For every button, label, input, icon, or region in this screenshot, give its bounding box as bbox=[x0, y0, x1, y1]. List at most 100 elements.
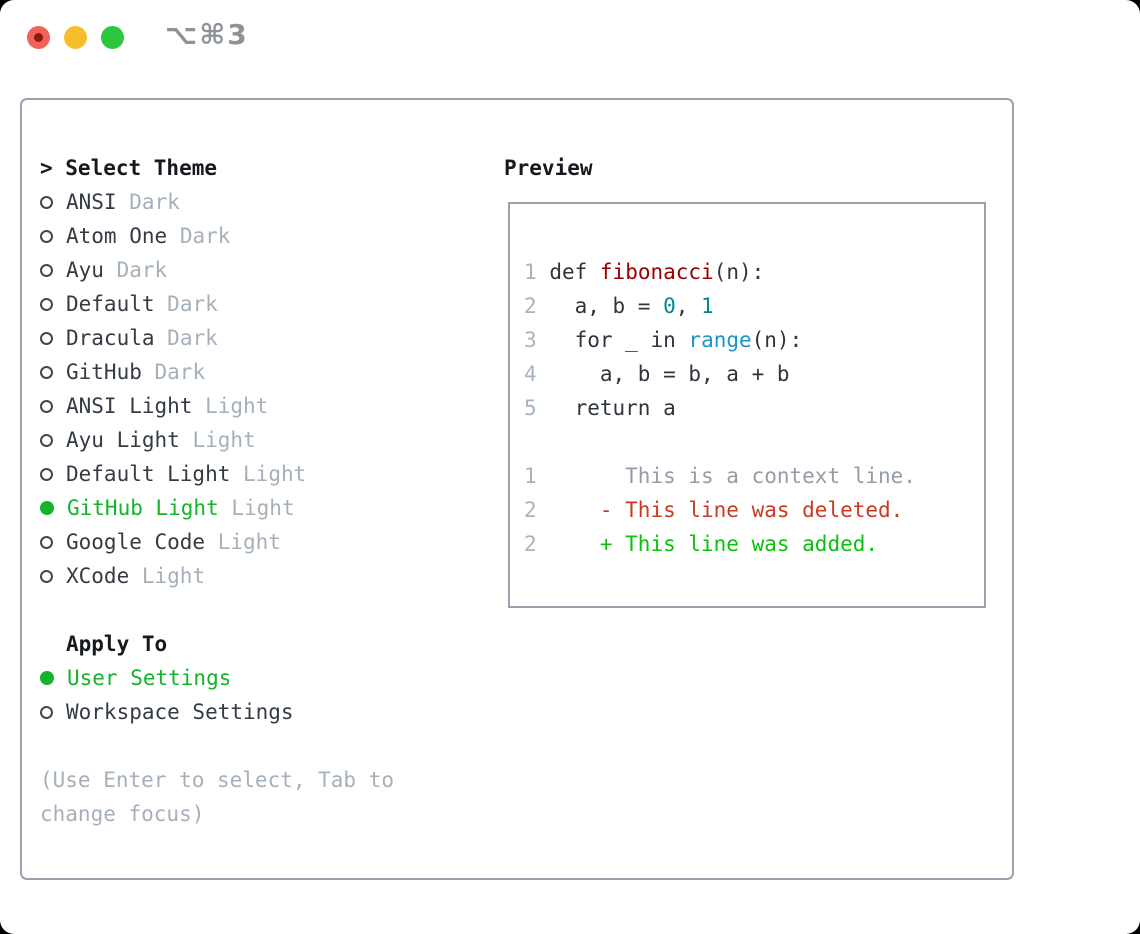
code-token-keyword: def bbox=[549, 260, 588, 284]
line-number: 1 bbox=[524, 464, 537, 488]
line-number: 1 bbox=[524, 260, 537, 284]
radio-icon bbox=[40, 705, 53, 719]
spacer-text bbox=[155, 321, 168, 355]
theme-name: Dracula bbox=[66, 326, 155, 350]
apply-to-header: Apply To bbox=[66, 632, 168, 656]
code-token-number: 0 bbox=[663, 294, 676, 318]
apply-option-user-settings[interactable]: User Settings bbox=[40, 661, 500, 695]
line-number: 4 bbox=[524, 362, 537, 386]
theme-name: Google Code bbox=[66, 530, 206, 554]
spacer-text bbox=[230, 457, 243, 491]
code-token-builtin: range bbox=[688, 328, 752, 352]
theme-option-xcode[interactable]: XCode Light bbox=[40, 559, 500, 593]
diff-block: 1 This is a context line.2 - This line w… bbox=[524, 459, 916, 561]
code-token-keyword: for bbox=[574, 328, 613, 352]
theme-option-github-light[interactable]: GitHub Light Light bbox=[40, 491, 500, 525]
theme-name: XCode bbox=[66, 564, 130, 588]
theme-option-github[interactable]: GitHub Dark bbox=[40, 355, 500, 389]
line-number: 3 bbox=[524, 328, 537, 352]
select-theme-header: > Select Theme bbox=[40, 156, 218, 180]
theme-option-ansi-light[interactable]: ANSI Light Light bbox=[40, 389, 500, 423]
spacer-text bbox=[167, 219, 180, 253]
theme-variant-tag: Light bbox=[192, 428, 256, 452]
theme-option-ansi[interactable]: ANSI Dark bbox=[40, 185, 500, 219]
code-token-plain: , bbox=[675, 294, 702, 318]
theme-name: Default bbox=[66, 292, 155, 316]
radio-icon bbox=[40, 433, 53, 447]
code-token-plain: _ bbox=[612, 328, 651, 352]
theme-name: GitHub Light bbox=[67, 496, 219, 520]
theme-variant-tag: Light bbox=[217, 530, 281, 554]
radio-icon bbox=[40, 195, 53, 209]
close-button[interactable] bbox=[27, 26, 50, 49]
radio-icon bbox=[40, 467, 53, 481]
code-token-plain bbox=[676, 328, 689, 352]
theme-variant-tag: Dark bbox=[116, 258, 168, 282]
apply-option-label: Workspace Settings bbox=[66, 700, 294, 724]
code-token-plain: (n): bbox=[751, 328, 803, 352]
radio-selected-icon bbox=[40, 501, 54, 515]
code-line: 3 for _ in range(n): bbox=[524, 323, 916, 357]
spacer-text bbox=[117, 185, 130, 219]
theme-variant-tag: Dark bbox=[167, 326, 218, 350]
theme-variant-tag: Light bbox=[231, 496, 295, 520]
theme-option-atom-one[interactable]: Atom One Dark bbox=[40, 219, 500, 253]
spacer-text bbox=[192, 389, 205, 423]
theme-variant-tag: Light bbox=[205, 394, 269, 418]
minimize-button[interactable] bbox=[64, 26, 87, 49]
code-token-function: fibonacci bbox=[599, 260, 714, 284]
line-number: 2 bbox=[524, 498, 537, 522]
theme-variant-tag: Dark bbox=[179, 224, 231, 248]
theme-option-ayu-light[interactable]: Ayu Light Light bbox=[40, 423, 500, 457]
spacer-text bbox=[104, 253, 117, 287]
theme-name: Default Light bbox=[66, 462, 231, 486]
radio-icon bbox=[40, 263, 53, 277]
code-line: 2 a, b = 0, 1 bbox=[524, 289, 916, 323]
code-token-plain: a, b = bbox=[536, 294, 664, 318]
keyboard-hint: (Use Enter to select, Tab to change focu… bbox=[40, 768, 395, 826]
window-shortcut-label: ⌥⌘3 bbox=[165, 18, 249, 51]
code-token-number: 1 bbox=[701, 294, 714, 318]
radio-icon bbox=[40, 399, 53, 413]
radio-icon bbox=[40, 331, 53, 345]
apply-option-workspace-settings[interactable]: Workspace Settings bbox=[40, 695, 500, 729]
diff-line-context: 1 This is a context line. bbox=[524, 459, 916, 493]
line-number: 5 bbox=[524, 396, 537, 420]
code-line: 4 a, b = b, a + b bbox=[524, 357, 916, 391]
zoom-button[interactable] bbox=[101, 26, 124, 49]
theme-option-google-code[interactable]: Google Code Light bbox=[40, 525, 500, 559]
theme-name: GitHub bbox=[66, 360, 142, 384]
apply-option-label: User Settings bbox=[67, 666, 232, 690]
theme-name: Ayu bbox=[66, 258, 104, 282]
spacer-text bbox=[219, 491, 232, 525]
code-token-keyword: in bbox=[650, 328, 676, 352]
code-token-plain bbox=[537, 328, 575, 352]
radio-icon bbox=[40, 229, 53, 243]
theme-variant-tag: Light bbox=[141, 564, 206, 588]
spacer-text bbox=[205, 525, 218, 559]
theme-option-default[interactable]: Default Dark bbox=[40, 287, 500, 321]
code-line: 5 return a bbox=[524, 391, 916, 425]
theme-option-default-light[interactable]: Default Light Light bbox=[40, 457, 500, 491]
theme-option-dracula[interactable]: Dracula Dark bbox=[40, 321, 500, 355]
radio-icon bbox=[40, 569, 53, 583]
theme-name: ANSI Light bbox=[66, 394, 193, 418]
line-number: 2 bbox=[524, 294, 537, 318]
theme-variant-tag: Dark bbox=[154, 360, 206, 384]
preview-header: Preview bbox=[504, 156, 593, 180]
radio-icon bbox=[40, 535, 53, 549]
diff-text: This is a context line. bbox=[536, 464, 916, 488]
diff-text: + This line was added. bbox=[536, 532, 879, 556]
theme-variant-tag: Dark bbox=[129, 190, 180, 214]
theme-variant-tag: Dark bbox=[167, 292, 218, 316]
code-token-plain bbox=[537, 260, 550, 284]
radio-selected-icon bbox=[40, 671, 54, 685]
code-token-plain: a bbox=[650, 396, 676, 420]
theme-option-ayu[interactable]: Ayu Dark bbox=[40, 253, 500, 287]
